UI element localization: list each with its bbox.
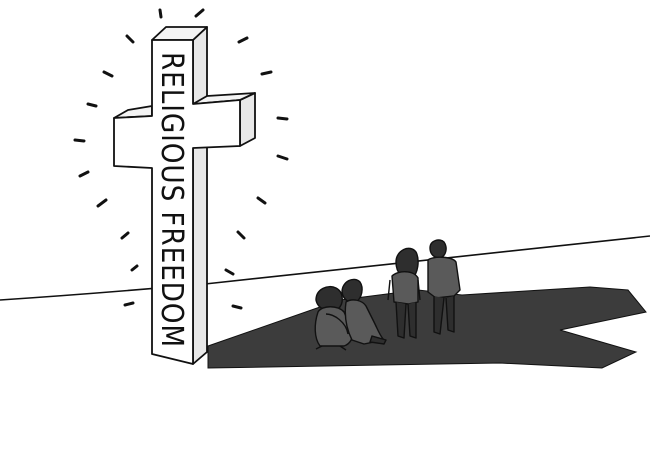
figure-standing-short-hair	[427, 239, 461, 335]
cross	[113, 26, 256, 365]
cross-side-arm	[239, 92, 256, 147]
figure-seated-leaning	[341, 278, 387, 345]
cross-front	[113, 39, 241, 365]
figure-standing-long-hair	[387, 247, 421, 339]
cross-side-bottom	[192, 139, 208, 365]
figure-seated-hugging-knees	[314, 285, 354, 351]
cross-inscription: RELIGIOUS FREEDOM	[154, 52, 189, 348]
radiance-rays	[73, 8, 289, 310]
cross-shadow	[207, 286, 647, 369]
